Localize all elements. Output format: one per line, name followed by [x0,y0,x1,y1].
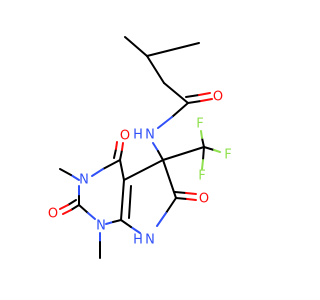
bond-c2-o2-b [59,204,69,210]
atom-n1-nitrogen: N [96,219,106,234]
bond-c5-c6 [162,159,177,199]
bond-c2-n1-a [78,204,89,214]
atom-fluorine-top: F [196,117,203,132]
bond-cf3-ftop-a [201,137,205,148]
bond-c4-n3-a [102,159,121,170]
bond-c4-o-a [119,149,123,161]
atom-c4-oxygen: O [120,129,130,144]
atom-amide-hydrogen: H [133,128,143,143]
atom-fluorine-bottom: F [198,169,205,184]
bond-cf3-fright-a [203,146,215,151]
bond-c2-o-b [62,209,72,215]
bond-amide-co-1a [187,100,202,104]
atom-fluorine-right: F [224,148,231,163]
bond-n-c5-a [152,142,159,152]
atom-c2-oxygen: O [48,207,58,222]
molecule-structure: O N H F F F O N O N N H O [47,36,232,259]
bond-n7-c7a-b [120,219,132,228]
bond-c7a-c4a [120,179,125,221]
atom-c6-oxygen: O [199,192,209,207]
bond-ch2-carbonyl [163,82,189,104]
atom-n3-nitrogen: N [79,173,89,188]
bond-n7-c7a-a [130,226,141,234]
bond-n-c5-b [157,150,164,161]
bond-c5-cf3 [162,146,205,161]
atom-amide-oxygen: O [213,90,223,105]
atom-amide-nitrogen: N [145,128,155,143]
bond-c4a-c5 [123,159,164,181]
bond-c7a-c4a-double [128,185,132,219]
bond-amide-co-1b [200,98,213,102]
bond-c2-n1-b [87,212,96,220]
bond-c4-o2-b [115,141,118,150]
bond-carbonyl-n-b [157,116,173,129]
bond-c4-n3-b [91,168,104,177]
bond-c6-n7-a [165,197,177,214]
bond-c6-n7-b [156,212,167,227]
bond-ch-methyl-left [124,36,148,57]
bond-c6-o-b [186,198,197,201]
bond-c6-o2-a [174,191,187,194]
bond-c6-o2-b [185,192,197,195]
bond-n3-methyl-a [70,174,80,181]
atom-n7-hydrogen: H [133,233,143,248]
bond-c4-o2-a [113,148,117,159]
bond-carbonyl-n-a [171,102,189,118]
bond-cf3-fbottom-a [202,146,205,161]
bond-c2-o-a [70,204,80,211]
bond-n3-methyl-b [59,168,72,176]
bond-c4-o-b [121,142,124,151]
bond-n1-c7a-b [112,219,122,223]
bond-n1-c7a-a [105,221,114,225]
bond-c2-o2-a [67,199,77,206]
bond-cf3-fright-b [213,149,221,153]
bond-ch-methyl-right [146,42,200,57]
atom-n7-nitrogen: N [145,233,155,248]
bond-cf3-ftop-b [200,130,203,139]
bond-cf3-fbottom-b [201,159,204,170]
bond-amide-co-2a [185,94,200,98]
bond-c6-o-a [175,197,188,200]
bond-amide-co-2b [198,92,211,96]
bond-c4a-c4 [119,159,125,181]
bond-ch-ch2 [146,55,165,84]
